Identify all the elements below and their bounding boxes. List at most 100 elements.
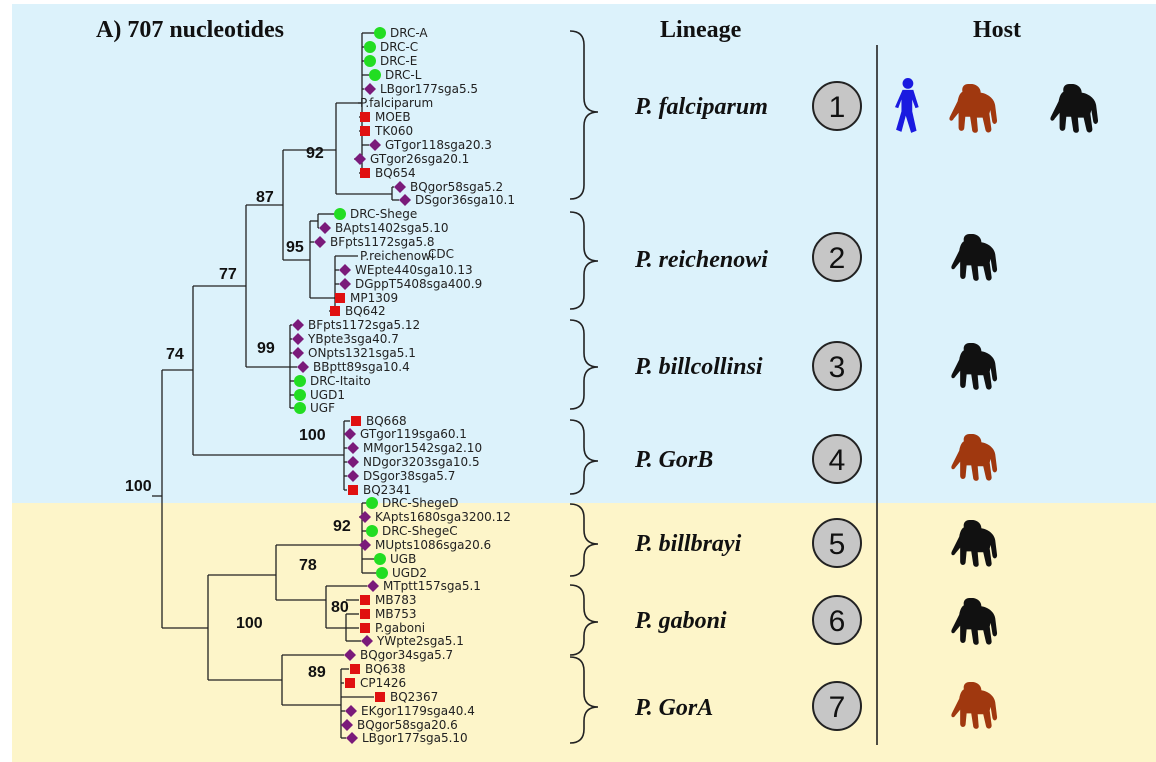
leaf-label: BQ668 [366, 414, 407, 428]
leaf-label: DRC-A [390, 26, 428, 40]
bootstrap-value: 87 [256, 189, 274, 206]
leaf-marker-diamond [314, 236, 326, 248]
leaf-marker-square [335, 293, 345, 303]
leaf-label: P.gaboni [375, 621, 425, 635]
leaf-marker-diamond [292, 333, 304, 345]
leaf-label: BQ638 [365, 662, 406, 676]
bootstrap-value: 100 [236, 615, 263, 632]
leaf-label: BQgor34sga5.7 [360, 648, 453, 662]
leaf-marker-diamond [339, 264, 351, 276]
leaf: CP1426 [345, 676, 406, 690]
leaf-label: DRC-E [380, 54, 417, 68]
leaf-label: UGF [310, 401, 335, 415]
leaf-marker-square [360, 112, 370, 122]
leaf: DRC-ShegeD [366, 496, 459, 510]
leaf: MP1309 [335, 291, 398, 305]
leaf-label: UGD1 [310, 388, 345, 402]
chimpanzee-icon [951, 343, 998, 390]
leaf-label: WEpte440sga10.13 [355, 263, 473, 277]
bootstrap-value: 100 [125, 478, 152, 495]
leaf-marker-diamond [339, 278, 351, 290]
leaf-marker-diamond [297, 361, 309, 373]
leaf-label: ONpts1321sga5.1 [308, 346, 416, 360]
leaf-marker-circle [366, 497, 378, 509]
leaf-label: YBpte3sga40.7 [307, 332, 399, 346]
leaf-label: UGB [390, 552, 416, 566]
lineage-brace [569, 503, 599, 577]
lineage-number: 7 [829, 691, 846, 724]
leaf: TK060 [360, 124, 413, 138]
bootstrap-value: 92 [333, 518, 351, 535]
leaf-marker-square [345, 678, 355, 688]
host-header: Host [973, 17, 1021, 43]
lineage-brace [569, 30, 599, 200]
lineage-number: 4 [829, 444, 846, 477]
lineage-number: 1 [829, 91, 846, 124]
leaf-label: LBgor177sga5.10 [362, 731, 468, 745]
gorilla-icon [951, 682, 998, 729]
leaf-marker-circle [334, 208, 346, 220]
leaf: DSgor36sga10.1 [399, 193, 515, 207]
leaf: UGF [294, 401, 335, 415]
leaf-marker-diamond [394, 181, 406, 193]
host-icons [895, 78, 1099, 729]
leaf-label: CP1426 [360, 676, 406, 690]
leaf-marker-square [360, 595, 370, 605]
leaf-label: BApts1402sga5.10 [335, 221, 449, 235]
leaf: YWpte2sga5.1 [361, 634, 464, 648]
bootstrap-value: 74 [166, 346, 184, 363]
leaf-marker-circle [374, 553, 386, 565]
bootstrap-value: 92 [306, 145, 324, 162]
leaf-label: DSgor36sga10.1 [415, 193, 515, 207]
chimpanzee-icon [1050, 84, 1099, 133]
chimpanzee-icon [951, 520, 998, 567]
lineage-brace [569, 319, 599, 410]
leaf-label: DRC-ShegeC [382, 524, 458, 538]
leaf: NDgor3203sga10.5 [347, 455, 480, 469]
chimpanzee-icon [951, 598, 998, 645]
leaf-marker-square [360, 623, 370, 633]
leaf-label: BQ2367 [390, 690, 438, 704]
bootstrap-value: 99 [257, 340, 275, 357]
leaf-marker-diamond [344, 428, 356, 440]
leaf-label: BFpts1172sga5.8 [330, 235, 435, 249]
leaf: BQgor58sga20.6 [341, 718, 458, 732]
lineage-number-badge: 1 [812, 81, 862, 131]
lineage-number-badge: 3 [812, 341, 862, 391]
lineage-header: Lineage [660, 17, 742, 43]
leaf-label: BBptt89sga10.4 [313, 360, 410, 374]
leaf-label: TK060 [374, 124, 413, 138]
leaf: UGB [374, 552, 416, 566]
leaf-marker-diamond [364, 83, 376, 95]
leaf: BQ2367 [375, 690, 438, 704]
bootstrap-value: 100 [299, 427, 326, 444]
leaf: BQgor34sga5.7 [344, 648, 453, 662]
leaf: BFpts1172sga5.8 [314, 235, 435, 249]
leaf: GTgor26sga20.1 [354, 152, 469, 166]
leaf-label: UGD2 [392, 566, 427, 580]
lineage-brace [569, 419, 599, 495]
leaf-label: DRC-L [385, 68, 422, 82]
lineage-number: 5 [829, 528, 846, 561]
leaf-marker-circle [294, 375, 306, 387]
lineage-number: 2 [829, 242, 846, 275]
lineage-number-badge: 6 [812, 595, 862, 645]
leaf-marker-circle [369, 69, 381, 81]
human-icon [895, 78, 919, 133]
leaf: MUpts1086sga20.6 [359, 538, 491, 552]
leaf-label: GTgor118sga20.3 [385, 138, 492, 152]
gorilla-icon [951, 434, 998, 481]
leaf-marker-diamond [359, 539, 371, 551]
leaf: UGD2 [376, 566, 427, 580]
lineage-name: P. GorB [634, 447, 713, 473]
leaf-label: MB753 [375, 607, 417, 621]
leaf: LBgor177sga5.5 [364, 82, 478, 96]
leaf-marker-diamond [347, 442, 359, 454]
leaf: MMgor1542sga2.10 [347, 441, 482, 455]
leaf-label: YWpte2sga5.1 [376, 634, 464, 648]
lineage-name: P. falciparum [634, 94, 768, 120]
leaf: DRC-ShegeC [366, 524, 458, 538]
leaf-marker-circle [366, 525, 378, 537]
leaf-marker-diamond [341, 719, 353, 731]
leaf-label: KApts1680sga3200.12 [375, 510, 511, 524]
